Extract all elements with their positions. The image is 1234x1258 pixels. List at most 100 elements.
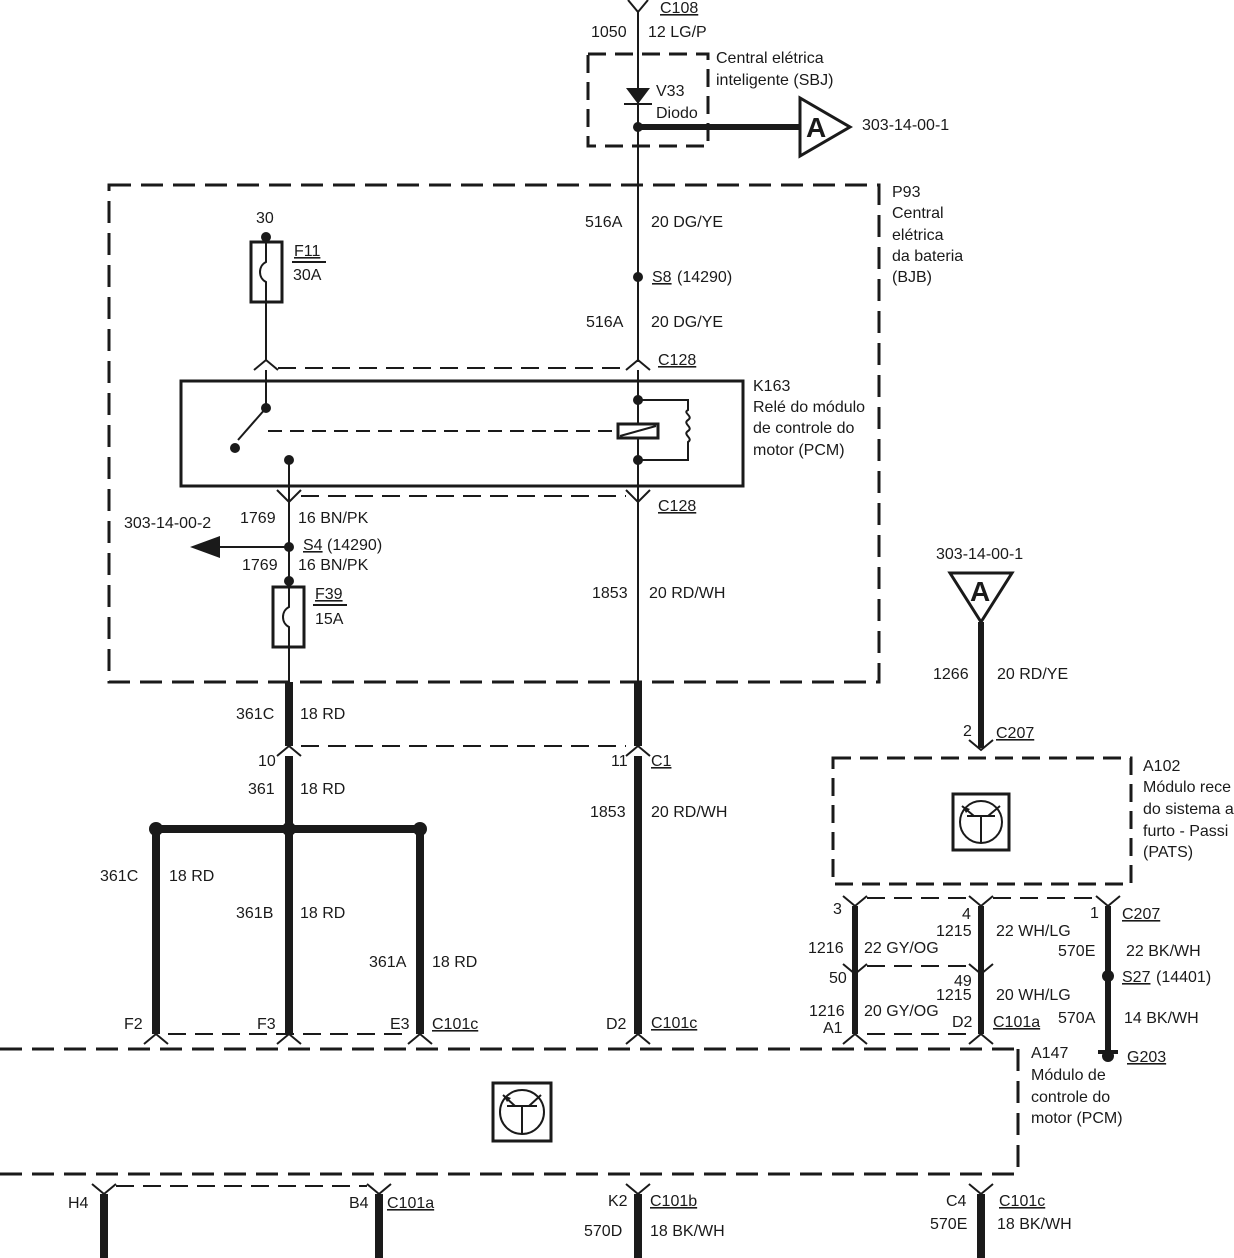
wire-1853-label: 20 RD/WH <box>649 585 725 602</box>
splice-s27-dot <box>1102 970 1114 982</box>
pats-module-box <box>831 756 1133 886</box>
circuit-1215-top: 1215 <box>936 923 972 940</box>
pin-50: 50 <box>829 970 847 987</box>
relay-ref: K163 <box>753 378 790 395</box>
sbj-box <box>586 52 710 148</box>
splice-s8-dot <box>633 272 643 282</box>
pin-d2: D2 <box>606 1016 627 1033</box>
circuit-361a: 361A <box>369 954 407 971</box>
relay-line3: motor (PCM) <box>753 442 845 459</box>
circuit-361c: 361C <box>100 868 138 885</box>
circuit-570e-bottom: 570E <box>930 1216 967 1233</box>
pats-ref-triangle-icon <box>947 571 1015 625</box>
wire-1769-top: 16 BN/PK <box>298 510 369 527</box>
circuit-1769-top: 1769 <box>240 510 276 527</box>
bjb-line2: elétrica <box>892 227 944 244</box>
pin-f3: F3 <box>257 1016 276 1033</box>
c101c-bottom-label: C101c <box>999 1193 1045 1210</box>
circuit-1215-bottom: 1215 <box>936 987 972 1004</box>
relay-coil-slash <box>619 425 657 437</box>
wire-361c-top-label: 18 RD <box>300 706 345 723</box>
c207-pin-3 <box>842 895 868 908</box>
wire-361b-label: 18 RD <box>300 905 345 922</box>
circuit-1853: 1853 <box>592 585 628 602</box>
c101a-pin-a1 <box>842 1032 868 1045</box>
circuit-570a: 570A <box>1058 1010 1096 1027</box>
pcm-line3: motor (PCM) <box>1031 1110 1123 1127</box>
c101c-pin-f3 <box>276 1032 302 1045</box>
pin-d2-pats: D2 <box>952 1014 973 1031</box>
circuit-516a-bottom: 516A <box>586 314 624 331</box>
relay-switch-arm <box>237 407 267 441</box>
circuit-361b: 361B <box>236 905 273 922</box>
c101a-pin-d2 <box>968 1032 994 1045</box>
ground-g203: G203 <box>1127 1049 1166 1066</box>
fuse-f39: F39 <box>315 586 343 603</box>
c207-pin-1 <box>1095 895 1121 908</box>
bus-dot-center <box>282 822 296 836</box>
splice-s27-code: (14401) <box>1156 969 1211 986</box>
bjb-section: P93 Central elétrica da bateria (BJB) 51… <box>107 183 963 684</box>
c101c-label-2: C101c <box>651 1015 697 1032</box>
pin-2: 2 <box>963 723 972 740</box>
wire-516a-bottom: 20 DG/YE <box>651 314 723 331</box>
c101c-pin-f2 <box>143 1032 169 1045</box>
relay-line2: de controle do <box>753 420 855 437</box>
wire-361-label: 18 RD <box>300 781 345 798</box>
pats-transistor-icon <box>951 792 1011 852</box>
circuit-570e-top: 570E <box>1058 943 1095 960</box>
pin-e3: E3 <box>390 1016 410 1033</box>
ref-a-triangle-icon <box>798 95 853 159</box>
fuse-f11: F11 <box>294 243 320 260</box>
wire-570e-bottom-label: 18 BK/WH <box>997 1216 1072 1233</box>
bjb-line3: da bateria <box>892 248 963 265</box>
c101a-bottom-label: C101a <box>387 1195 434 1212</box>
pin-a1: A1 <box>823 1020 843 1037</box>
fuse-f39-top-dot <box>284 576 294 586</box>
wire-1853-b-label: 20 RD/WH <box>651 804 727 821</box>
c101c-pin-d2 <box>625 1032 651 1045</box>
wire-1215-bottom: 20 WH/LG <box>996 987 1071 1004</box>
circuit-1266: 1266 <box>933 666 969 683</box>
pin-1: 1 <box>1090 905 1099 922</box>
wire-1266-label: 20 RD/YE <box>997 666 1068 683</box>
diode-ref: V33 <box>656 83 685 100</box>
splice-s8-code: (14290) <box>677 269 732 286</box>
c128-pin-f11 <box>253 358 279 371</box>
relay-switch-contact <box>230 443 240 453</box>
pats-ref-letter: A <box>970 576 990 607</box>
bjb-line4: (BJB) <box>892 269 932 286</box>
circuit-361: 361 <box>248 781 275 798</box>
wire-1050-label: 12 LG/P <box>648 24 707 41</box>
splice-s27: S27 <box>1122 969 1151 986</box>
pin-49: 49 <box>954 973 972 990</box>
circuit-516a-top: 516A <box>585 214 623 231</box>
c101c-pin-e3 <box>407 1032 433 1045</box>
pin-3: 3 <box>833 901 842 918</box>
ground-g203-dot <box>1102 1050 1114 1062</box>
sbj-label-2: inteligente (SBJ) <box>716 72 833 89</box>
c1-pin-11 <box>625 744 651 757</box>
fuse-f11-element <box>259 242 267 302</box>
pcm-transistor-icon <box>491 1081 553 1143</box>
pin-30: 30 <box>256 210 274 227</box>
wire-1216-top: 22 GY/OG <box>864 940 939 957</box>
c108-label: C108 <box>660 0 698 17</box>
wire-1769-bottom: 16 BN/PK <box>298 557 369 574</box>
pcm-section: A147 Módulo de controle do motor (PCM) <box>0 1045 1123 1176</box>
circuit-570d: 570D <box>584 1223 622 1240</box>
pin-f2: F2 <box>124 1016 143 1033</box>
pats-section: 303-14-00-1 A 1266 20 RD/YE 2 C207 A102 … <box>808 546 1234 1066</box>
c101c-label-1: C101c <box>432 1016 478 1033</box>
relay-resistor-icon <box>638 399 691 461</box>
c128-pin-516a <box>625 358 651 371</box>
c207-bottom-label: C207 <box>1122 906 1160 923</box>
pats-module-line4: (PATS) <box>1143 844 1193 861</box>
pcm-line1: Módulo de <box>1031 1067 1106 1084</box>
pin-30-dot <box>261 232 271 242</box>
wire-570d-label: 18 BK/WH <box>650 1223 725 1240</box>
pats-module-line3: furto - Passi <box>1143 823 1228 840</box>
pin-h4: H4 <box>68 1195 89 1212</box>
pats-module-line2: do sistema a <box>1143 801 1234 818</box>
